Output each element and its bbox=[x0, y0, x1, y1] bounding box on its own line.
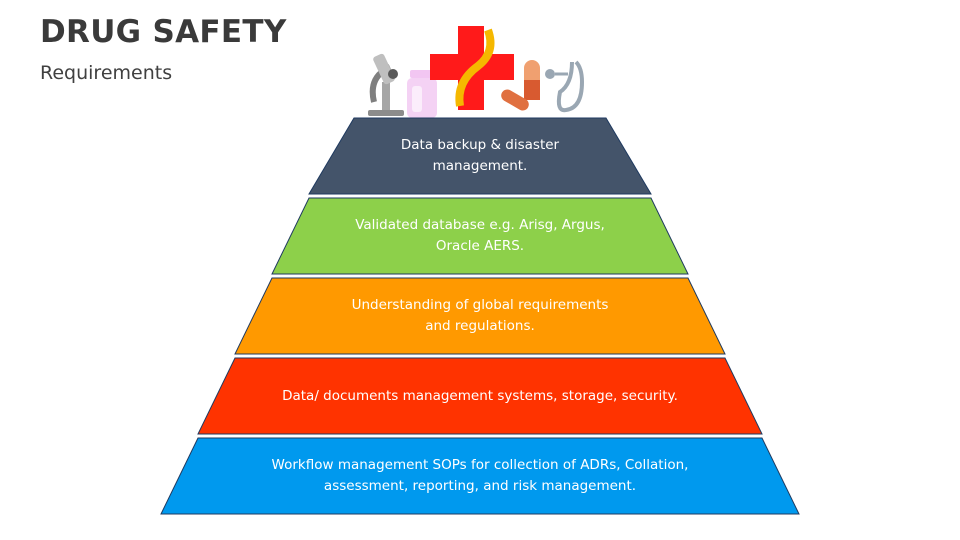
medicine-bottle-icon bbox=[407, 70, 437, 118]
pyramid-level-3-text: Understanding of global requirements and… bbox=[351, 297, 609, 334]
stethoscope-icon bbox=[545, 60, 585, 113]
page-subtitle: Requirements bbox=[40, 62, 173, 84]
pyramid-level-4 bbox=[197, 357, 763, 435]
pyramid-level-3 bbox=[234, 277, 726, 355]
pyramid-level-5-text: Workflow management SOPs for collection … bbox=[271, 457, 689, 494]
pyramid-level-5 bbox=[160, 437, 800, 515]
pill-capsule-icon bbox=[501, 60, 540, 111]
pyramid-level-2 bbox=[271, 197, 689, 275]
page-title: DRUG SAFETY bbox=[40, 14, 287, 50]
medical-icons bbox=[368, 26, 585, 118]
pyramid-level-1-text: Data backup & disaster management. bbox=[400, 137, 560, 174]
pyramid-level-2-text: Validated database e.g. Arisg, Argus, Or… bbox=[355, 217, 605, 254]
medical-cross-icon bbox=[430, 26, 514, 110]
pyramid-level-1 bbox=[308, 117, 652, 195]
microscope-icon bbox=[368, 53, 404, 116]
pyramid-level-4-text: Data/ documents management systems, stor… bbox=[282, 387, 678, 404]
